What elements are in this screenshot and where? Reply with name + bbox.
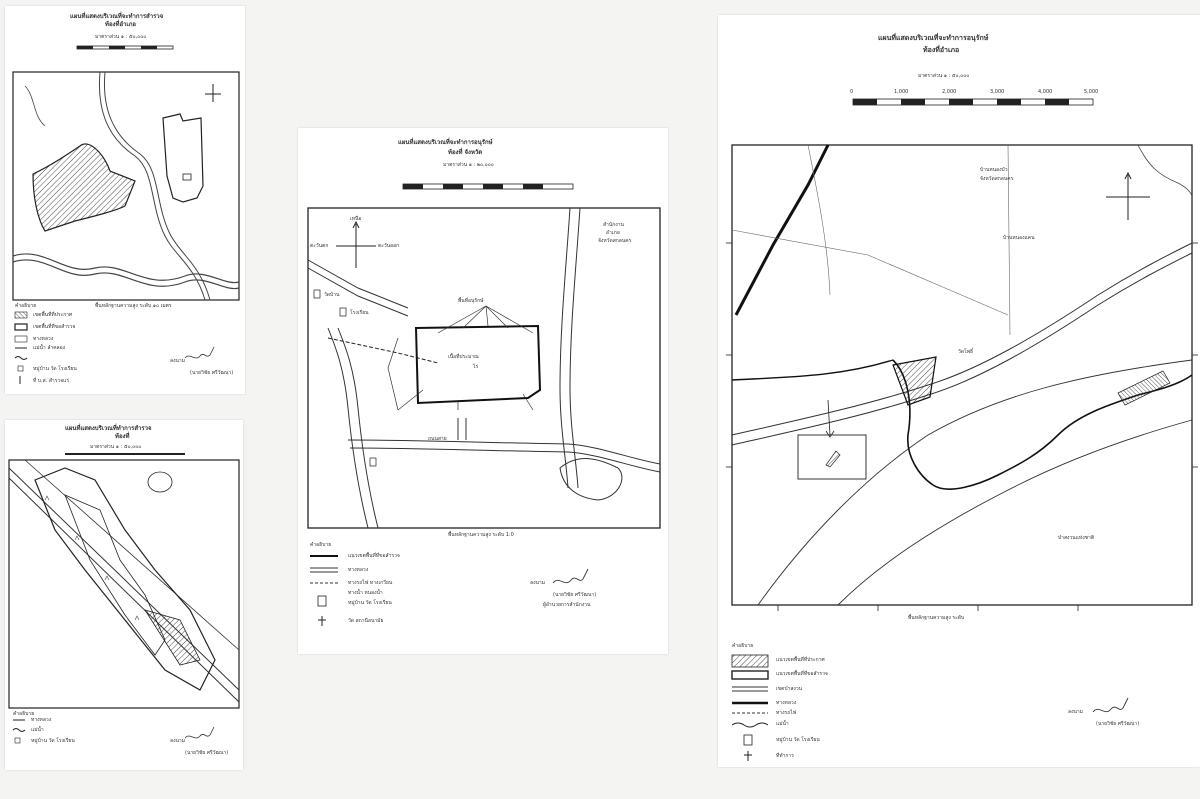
map1-legend-item: หมู่บ้าน วัด โรงเรียน xyxy=(33,366,77,372)
map4-drawing xyxy=(726,98,1198,761)
map-sheet-2: แผนที่แสดงบริเวณที่ทำการสำรวจ ท้องที่ มา… xyxy=(5,420,243,770)
map3-signer-title: ผู้อำนวยการสำนักงาน xyxy=(543,602,591,608)
map3-place-district: อำเภอ xyxy=(606,230,620,236)
map4-scale-tick: 4,000 xyxy=(1038,89,1053,95)
map2-signature-label: ลงนาม xyxy=(170,738,186,744)
map4-legend-item: หมู่บ้าน วัด โรงเรียน xyxy=(776,737,820,743)
map3-area-label: พื้นที่อนุรักษ์ xyxy=(458,298,484,304)
map4-legend-item: ทางหลวง xyxy=(776,700,797,706)
map3-scale: มาตราส่วน ๑ : ๒๐,๐๐๐ xyxy=(443,162,494,168)
map3-signer: (นายวิชัย ศรีวัฒนา) xyxy=(553,592,597,598)
map3-footer-note: พื้นหลักฐานความสูง ระดับ 1:0 xyxy=(448,532,514,538)
map3-legend-item: หมู่บ้าน วัด โรงเรียน xyxy=(348,600,392,606)
map-sheet-3: แผนที่แสดงบริเวณที่จะทำการอนุรักษ์ ท้องท… xyxy=(298,128,668,654)
map4-scale-tick: 2,000 xyxy=(942,89,957,95)
map4-place-province: จังหวัดสกลนคร xyxy=(980,176,1014,182)
map4-legend-item: ที่ทำการ xyxy=(776,753,794,759)
map4-scale-tick: 3,000 xyxy=(990,89,1005,95)
map1-signer: (นายวิชัย ศรีวัฒนา) xyxy=(190,370,234,376)
map4-forest-label: ป่าสงวนแห่งชาติ xyxy=(1058,535,1095,541)
map4-footer-note: พื้นหลักฐานความสูง ระดับ xyxy=(908,615,965,621)
map3-east-label: ตะวันออก xyxy=(378,243,400,249)
map3-subtitle: ท้องที่ จังหวัด xyxy=(448,149,483,156)
map4-scale-tick: 0 xyxy=(850,89,854,95)
map3-school: โรงเรียน xyxy=(350,310,369,316)
map4-scale-tick: 1,000 xyxy=(894,89,909,95)
map3-temple: วัดบ้าน xyxy=(324,292,340,298)
map3-legend-item: แนวเขตพื้นที่ที่ขอสำรวจ xyxy=(348,553,400,559)
map3-legend-item: ทางน้ำ หนองน้ำ xyxy=(348,590,383,596)
map2-subtitle: ท้องที่ xyxy=(115,433,130,440)
map4-signature-label: ลงนาม xyxy=(1068,709,1084,715)
map4-legend-item: แนวเขตพื้นที่ที่ประกาศ xyxy=(776,657,825,663)
map3-area-sub: เนื้อที่ประมาณ xyxy=(448,354,479,360)
map-sheet-1: แผนที่แสดงบริเวณที่จะทำการสำรวจ ท้องที่อ… xyxy=(5,6,245,394)
map4-legend-item: เขตป่าสงวน xyxy=(776,686,803,692)
map4-village-label: วัดโพธิ์ xyxy=(958,349,974,355)
map4-legend-item: แม่น้ำ xyxy=(776,721,789,727)
map3-west-label: ตะวันตก xyxy=(310,243,329,249)
map2-legend-item: ทางหลวง xyxy=(31,717,52,723)
map2-legend-item: แม่น้ำ xyxy=(31,727,44,733)
map1-signature-label: ลงนาม xyxy=(170,358,186,364)
map4-place-village: บ้านหนองบัว xyxy=(980,167,1008,173)
map3-legend-title: คำอธิบาย xyxy=(310,542,332,548)
map1-scale: มาตราส่วน ๑ : ๕๐,๐๐๐ xyxy=(95,34,147,40)
map3-legend-item: วัด สถานีอนามัย xyxy=(348,618,384,624)
map1-legend-item: เขตพื้นที่ที่ประกาศ xyxy=(33,312,73,318)
map1-drawing xyxy=(12,45,240,384)
map1-footer-note: พื้นหลักฐานความสูง ระดับ ๑๐ เมตร xyxy=(95,303,172,309)
map-sheet-4: แผนที่แสดงบริเวณที่จะทำการอนุรักษ์ ท้องท… xyxy=(718,15,1200,767)
map4-title: แผนที่แสดงบริเวณที่จะทำการอนุรักษ์ xyxy=(878,34,989,42)
map4-subtitle: ท้องที่อำเภอ xyxy=(923,46,960,54)
map2-scale: มาตราส่วน ๑ : ๕๐,๐๐๐ xyxy=(90,444,142,450)
map1-title: แผนที่แสดงบริเวณที่จะทำการสำรวจ xyxy=(70,13,164,20)
map3-legend-item: ทางหลวง xyxy=(348,567,369,573)
map1-legend-item: เขตพื้นที่ที่ขอสำรวจ xyxy=(33,324,76,330)
map3-signature-label: ลงนาม xyxy=(530,580,546,586)
map3-place-province: จังหวัดสกลนคร xyxy=(598,238,632,244)
map4-legend-title: คำอธิบาย xyxy=(732,643,754,649)
map4-scale-tick: 5,000 xyxy=(1084,89,1099,95)
map3-drawing xyxy=(307,183,661,626)
map1-legend-item: ที่ บ.ส. สำรวจแร่ xyxy=(33,378,70,384)
map4-scale: มาตราส่วน ๑ : ๕๐,๐๐๐ xyxy=(918,73,970,79)
map1-legend-item: แม่น้ำ ลำคลอง xyxy=(33,345,66,351)
map2-legend-item: หมู่บ้าน วัด โรงเรียน xyxy=(31,738,75,744)
map3-area-sub2: ไร่ xyxy=(473,364,479,370)
map4-legend-item: ทางรถไฟ xyxy=(776,710,797,716)
map1-subtitle: ท้องที่อำเภอ xyxy=(105,21,137,28)
map2-signer: (นายวิชัย ศรีวัฒนา) xyxy=(185,750,229,756)
map3-legend-item: ทางรถไฟ ทางเกวียน xyxy=(348,580,393,586)
map2-drawing xyxy=(8,453,240,744)
map1-legend-item: ทางหลวง xyxy=(33,336,54,342)
map2-title: แผนที่แสดงบริเวณที่ทำการสำรวจ xyxy=(65,425,152,432)
map3-road: ถนนสาย xyxy=(428,436,447,442)
map3-place-office: สำนักงาน xyxy=(603,222,624,228)
map1-legend-title: คำอธิบาย xyxy=(15,303,37,309)
map4-legend-item: แนวเขตพื้นที่ที่ขอสำรวจ xyxy=(776,671,828,677)
map4-signer: (นายวิชัย ศรีวัฒนา) xyxy=(1096,721,1140,727)
map4-place-village2: บ้านหนองแคน xyxy=(1003,235,1035,241)
map3-north-label: เหนือ xyxy=(350,216,362,222)
map2-legend-title: คำอธิบาย xyxy=(13,711,35,717)
map3-title: แผนที่แสดงบริเวณที่จะทำการอนุรักษ์ xyxy=(398,139,493,146)
